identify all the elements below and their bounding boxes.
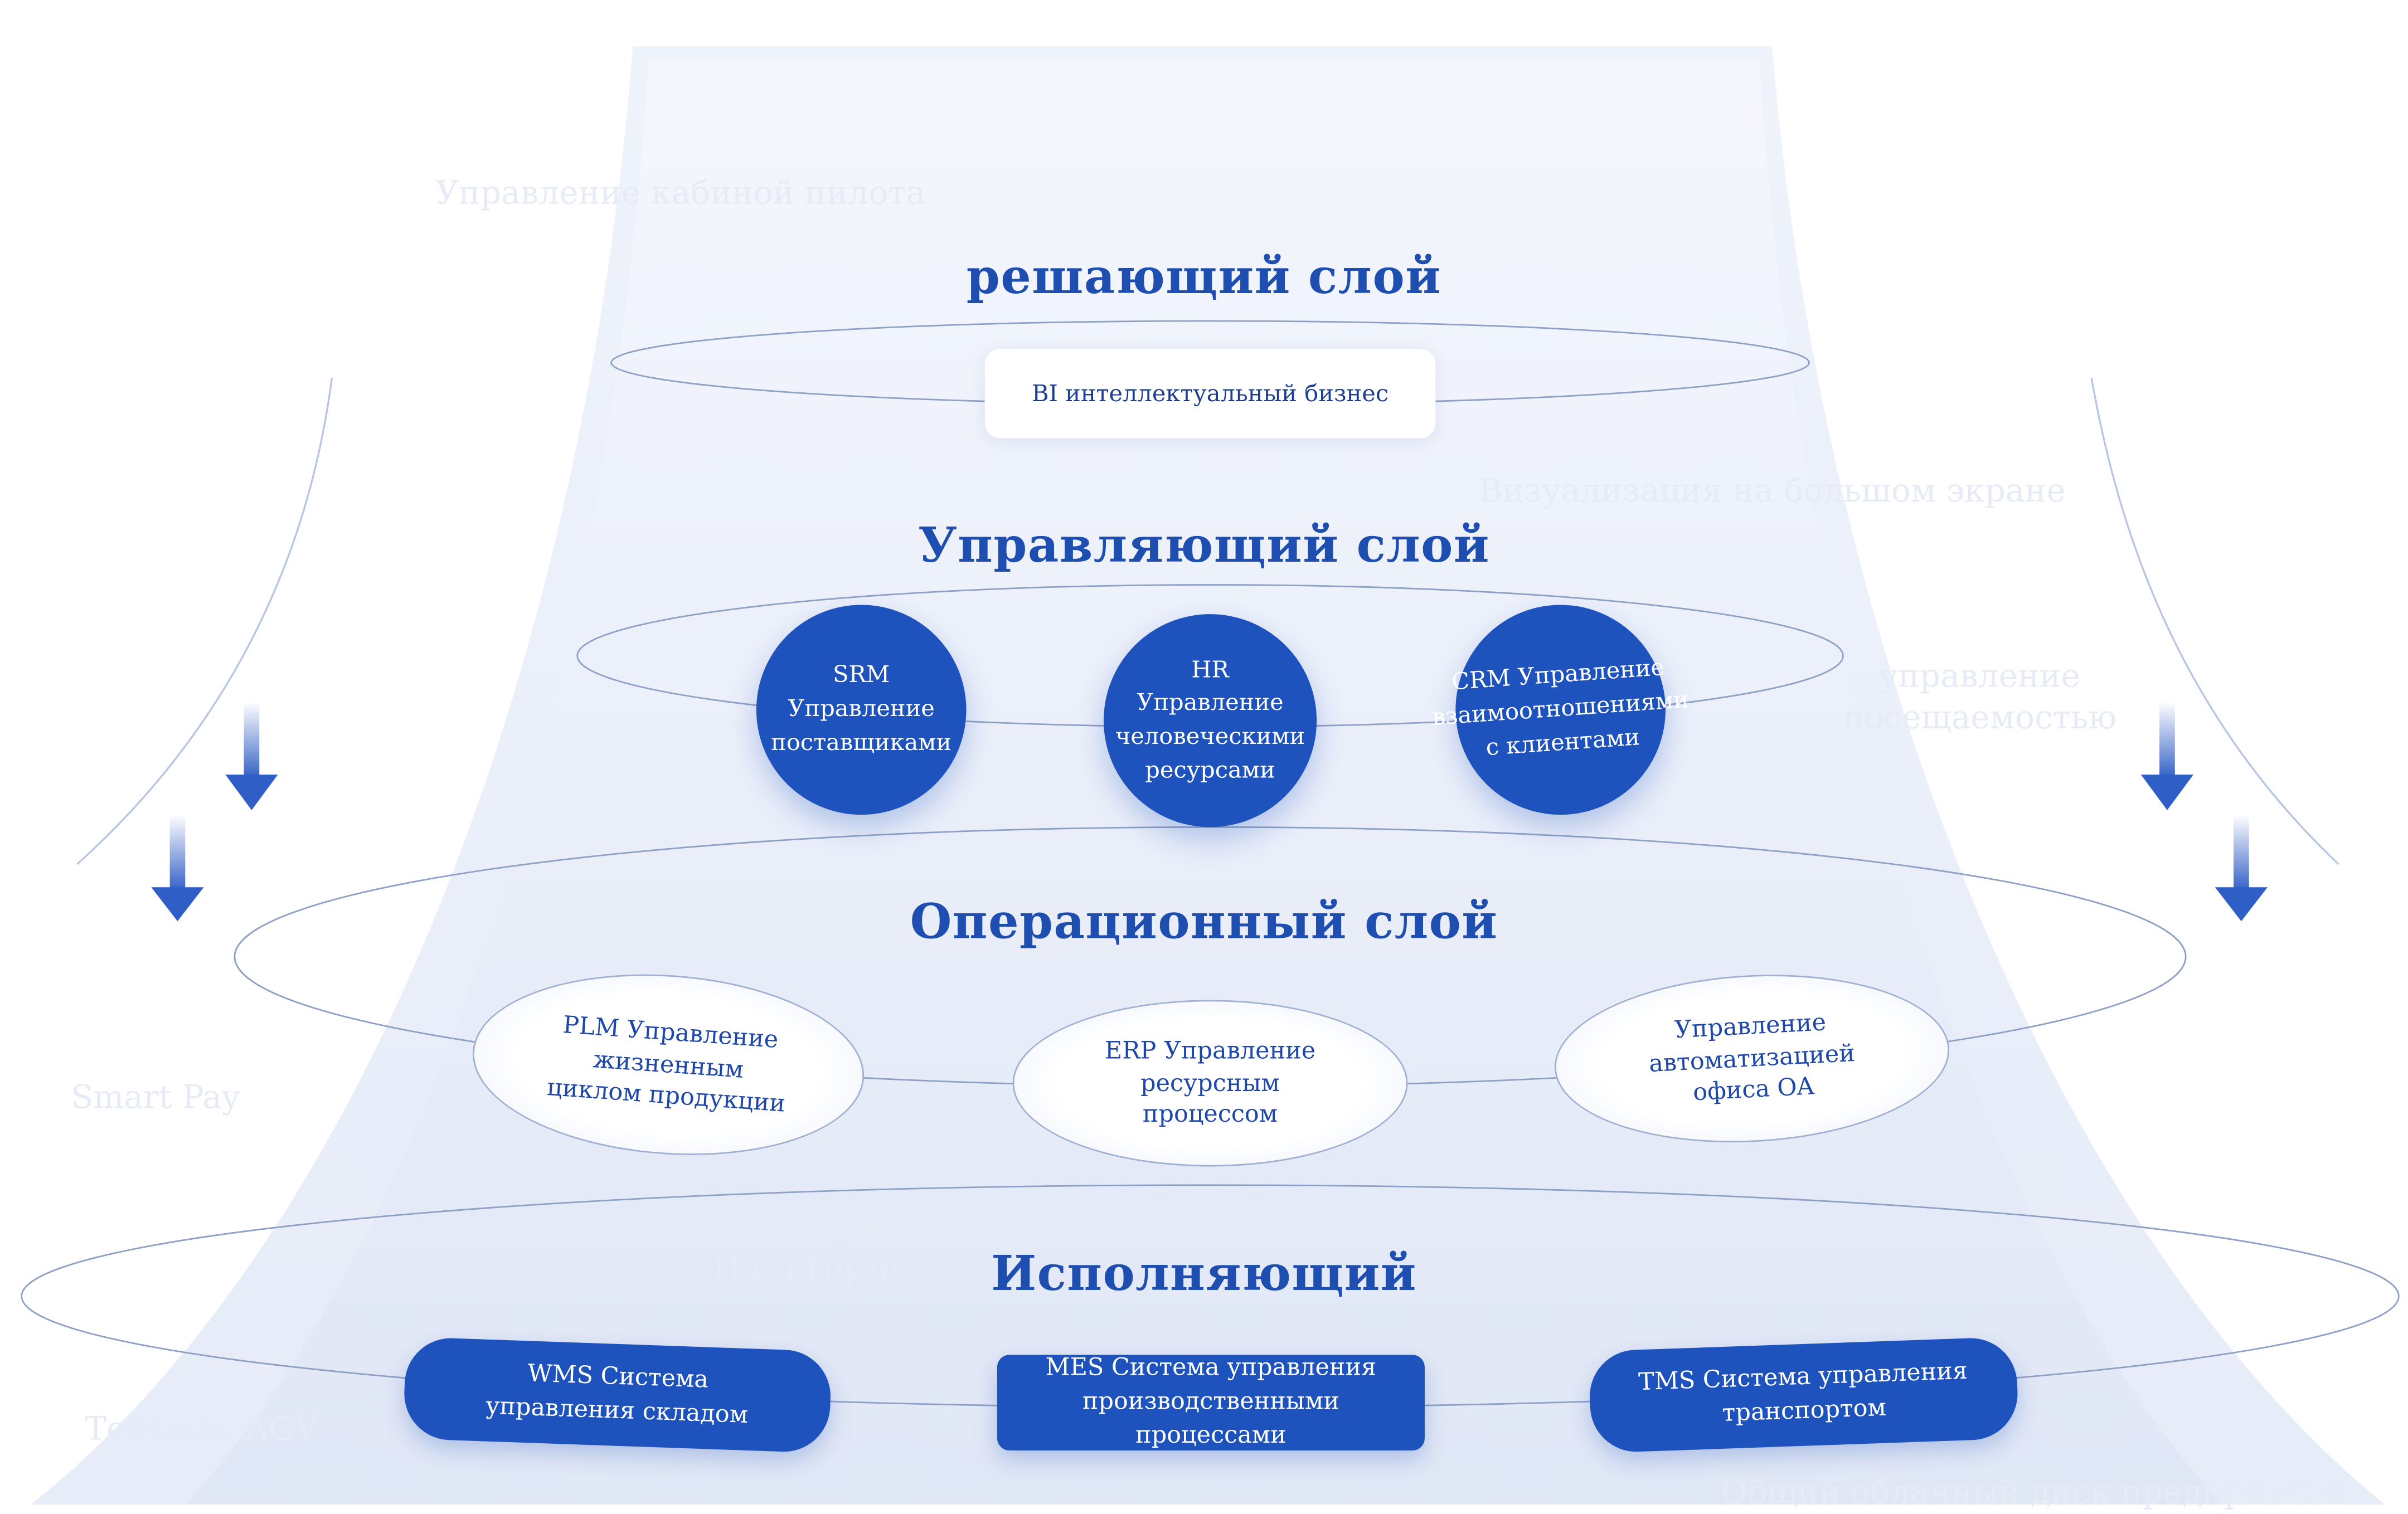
management-layer-title: Управляющий слой <box>918 518 1490 575</box>
ghost-label-data-report: Отчет о данных Платформы <box>679 1208 949 1288</box>
down-arrow-icon <box>151 815 204 922</box>
bi-system-box[interactable]: BI интеллектуальный бизнес <box>984 348 1436 439</box>
right-curve <box>2090 378 2339 865</box>
operation-layer-title: Операционный слой <box>910 895 1498 951</box>
ghost-label-agv: Тележка AGV <box>85 1410 318 1448</box>
erp-node[interactable]: ERP Управление ресурсным процессом <box>1012 1000 1408 1167</box>
wms-node[interactable]: WMS Система управления складом <box>402 1336 832 1454</box>
ghost-label-smart-pay: Smart Pay <box>71 1078 240 1116</box>
mes-node[interactable]: MES Система управления производственными… <box>997 1354 1425 1451</box>
ghost-label-big-screen: Визуализация на большом экране <box>1478 472 2066 509</box>
ghost-label-attendance: управление посещаемостью <box>1842 657 2117 737</box>
execution-layer-title: Исполняющий <box>991 1247 1417 1303</box>
hr-node[interactable]: HR Управление человеческими ресурсами <box>1103 614 1317 827</box>
decision-layer-title: решающий слой <box>966 250 1442 306</box>
down-arrow-icon <box>2215 815 2268 922</box>
left-curve <box>76 378 333 865</box>
down-arrow-icon <box>225 702 278 810</box>
ghost-label-cockpit: Управление кабиной пилота <box>435 174 926 212</box>
ghost-label-cloud-disk: Общий облачный диск предприятия <box>1721 1473 2347 1511</box>
srm-node[interactable]: SRM Управление поставщиками <box>756 605 967 815</box>
tms-node[interactable]: TMS Система управления транспортом <box>1588 1336 2019 1454</box>
down-arrow-icon <box>2140 702 2194 810</box>
